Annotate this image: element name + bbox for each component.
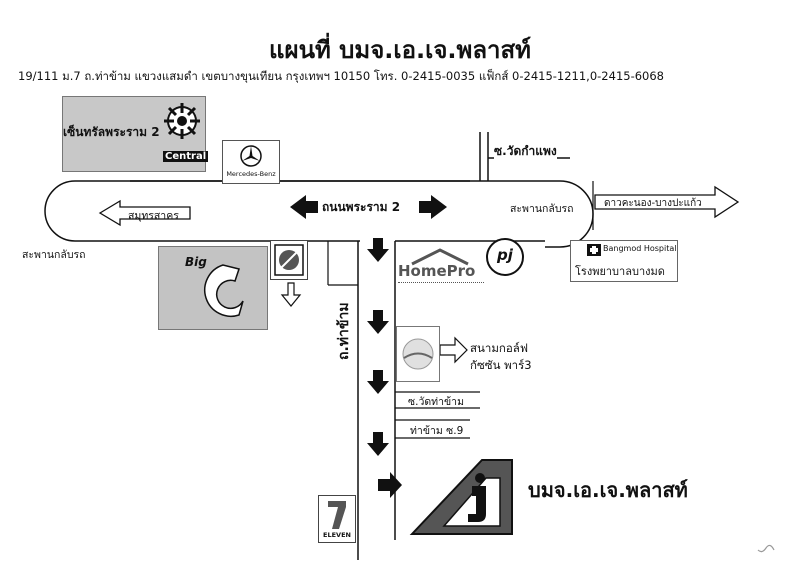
mercedes-text: Mercedes-Benz <box>226 170 276 178</box>
down-arrow-3 <box>367 370 389 394</box>
seven-eleven-text: ELEVEN <box>323 531 351 539</box>
fuel-station-block <box>270 240 308 280</box>
central-name-label: เซ็นทรัลพระราม 2 <box>63 125 160 139</box>
arrow-to-dao-khanong <box>594 185 740 219</box>
homepro-text: HomePro <box>398 262 476 280</box>
label-dao-khanong: ดาวคะนอง-บางปะแก้ว <box>604 198 702 209</box>
central-logo-icon <box>164 103 200 139</box>
corner-mark-icon <box>757 544 775 553</box>
mercedes-benz-block: Mercedes-Benz <box>222 140 280 184</box>
central-rama2-block: เซ็นทรัลพระราม 2 Central <box>62 96 209 172</box>
fuel-station-icon <box>274 244 304 276</box>
down-arrow-2 <box>367 310 389 334</box>
arrow-down-near-bigc <box>280 282 302 307</box>
down-arrow-4 <box>367 432 389 456</box>
central-logo-text: Central <box>163 151 209 162</box>
big-c-logo-icon <box>204 264 244 317</box>
aj-plast-logo-icon <box>409 459 513 535</box>
mercedes-star-icon <box>240 145 262 167</box>
arrow-rama2-right <box>419 195 447 219</box>
hospital-logo-icon <box>587 244 601 256</box>
arrow-to-samut-sakhon <box>98 199 191 227</box>
label-tha-kham-road: ถ.ท่าข้าม <box>336 302 352 360</box>
arrow-rama2-left <box>290 195 318 219</box>
label-u-turn-right: สะพานกลับรถ <box>510 200 574 217</box>
label-u-turn-left: สะพานกลับรถ <box>22 246 86 263</box>
pj-logo-block: pj <box>486 238 524 276</box>
company-address: 19/111 ม.7 ถ.ท่าข้าม แขวงแสมดำ เขตบางขุน… <box>18 69 664 83</box>
label-soi-wat-kamphaeng: ซ.วัดกำแพง <box>494 142 557 161</box>
golf-course-block <box>396 326 440 382</box>
label-samut-sakhon: สมุทรสาคร <box>128 210 179 222</box>
homepro-block: HomePro <box>398 248 490 290</box>
map-title: แผนที่ บมจ.เอ.เจ.พลาสท์ <box>269 36 531 64</box>
big-c-block: Big <box>158 246 268 330</box>
seven-eleven-block: ELEVEN <box>318 495 356 543</box>
down-arrow-1 <box>367 238 389 262</box>
big-c-text: Big <box>185 255 207 269</box>
pj-logo-text: pj <box>497 246 513 264</box>
label-soi-wat-tha-kham: ซ.วัดท่าข้าม <box>408 396 464 408</box>
rama2-road-bottom-line <box>44 180 360 242</box>
bangmod-hospital-block: Bangmod Hospital โรงพยาบาลบางมด <box>570 240 678 282</box>
golf-logo-icon <box>402 338 434 370</box>
hospital-th-text: โรงพยาบาลบางมด <box>575 265 665 278</box>
hospital-en-text: Bangmod Hospital <box>603 244 677 253</box>
homepro-roof-icon <box>411 248 469 266</box>
golf-label-line1: สนามกอล์ฟ <box>470 340 528 358</box>
golf-label-line2: กัซซัน พาร์3 <box>470 357 532 375</box>
arrow-to-company <box>378 472 402 498</box>
arrow-to-golf <box>439 336 468 364</box>
label-tha-kham-soi9: ท่าข้าม ซ.9 <box>410 425 464 437</box>
label-rama2-road: ถนนพระราม 2 <box>322 198 401 217</box>
down-arrows <box>367 238 389 456</box>
company-name-label: บมจ.เอ.เจ.พลาสท์ <box>528 474 688 506</box>
seven-eleven-logo-icon <box>328 501 346 529</box>
